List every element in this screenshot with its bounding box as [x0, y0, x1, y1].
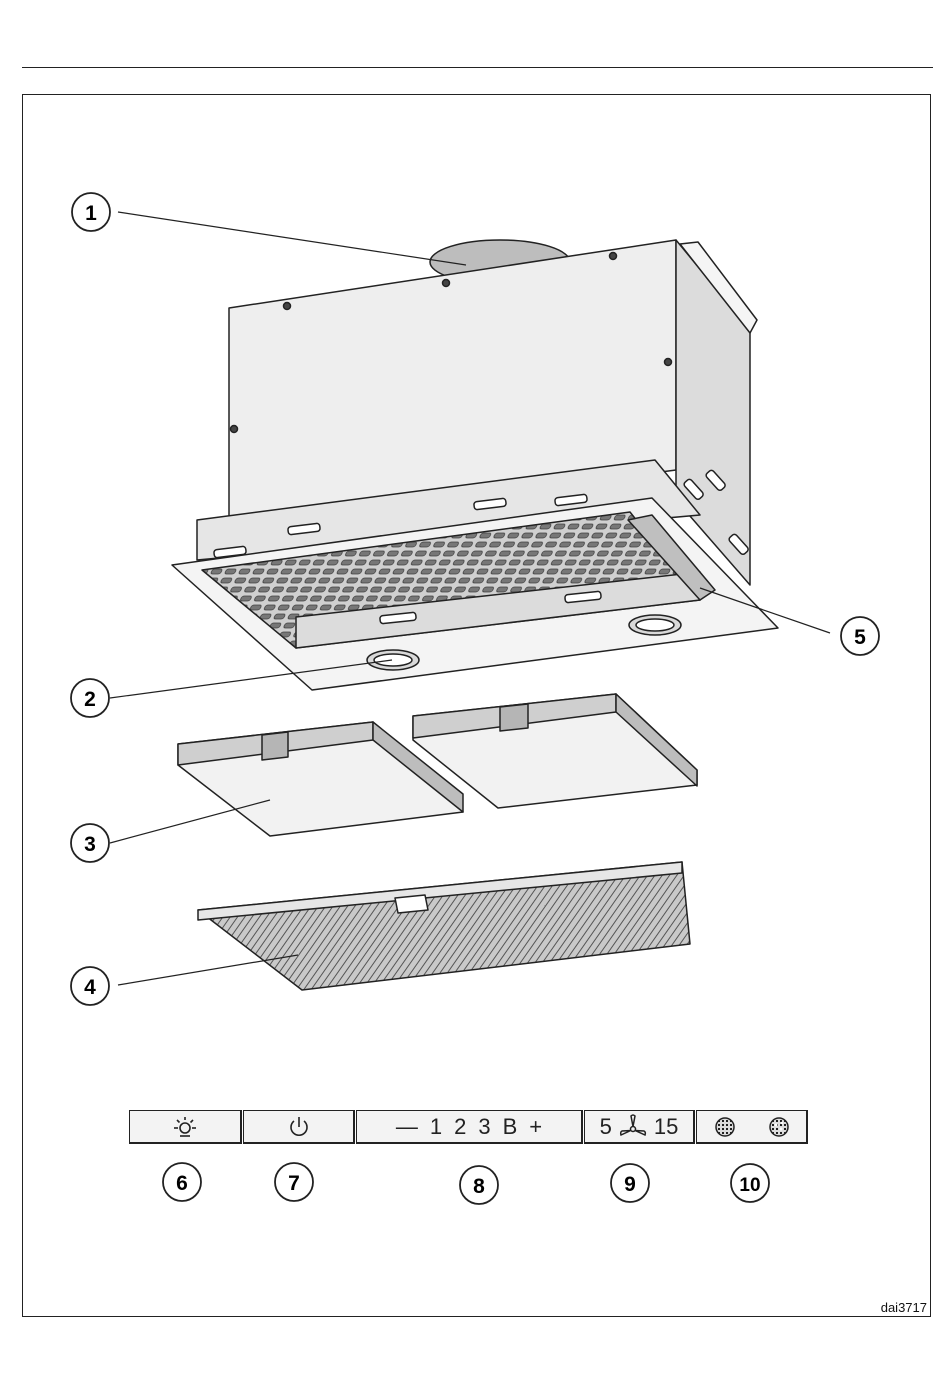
svg-text:9: 9	[624, 1173, 636, 1196]
callout-10: 10	[731, 1164, 769, 1202]
timer-15-label: 15	[654, 1114, 678, 1140]
power-icon	[287, 1115, 311, 1139]
power-button[interactable]	[243, 1110, 356, 1144]
speed-2-label: 2	[454, 1114, 466, 1140]
carbon-filter	[198, 862, 690, 990]
svg-text:7: 7	[288, 1172, 300, 1195]
grease-filter-icon	[714, 1116, 736, 1138]
callout-7: 7	[275, 1163, 313, 1201]
svg-text:10: 10	[739, 1175, 760, 1196]
figure-code: dai3717	[881, 1300, 927, 1315]
svg-text:3: 3	[84, 833, 96, 856]
callout-8: 8	[460, 1166, 498, 1204]
callout-6: 6	[163, 1163, 201, 1201]
svg-text:2: 2	[84, 688, 96, 711]
callout-4: 4	[71, 967, 109, 1005]
charcoal-filter-icon	[768, 1116, 790, 1138]
svg-text:6: 6	[176, 1172, 188, 1195]
callout-1: 1	[72, 193, 110, 231]
svg-text:8: 8	[473, 1175, 485, 1198]
svg-text:4: 4	[84, 976, 96, 999]
minus-button[interactable]: —	[396, 1114, 418, 1140]
fan-icon	[618, 1114, 648, 1140]
speed-1-label: 1	[430, 1114, 442, 1140]
grease-filters	[178, 694, 697, 836]
plus-button[interactable]: +	[529, 1114, 542, 1140]
svg-text:1: 1	[85, 202, 97, 225]
callout-3: 3	[71, 824, 109, 862]
callout-5: 5	[841, 617, 879, 655]
light-button[interactable]	[129, 1110, 242, 1144]
speed-3-label: 3	[478, 1114, 490, 1140]
boost-label: B	[503, 1114, 518, 1140]
control-panel: — 1 2 3 B + 5 15	[129, 1110, 809, 1144]
svg-text:5: 5	[854, 626, 866, 649]
callout-2: 2	[71, 679, 109, 717]
callout-9: 9	[611, 1164, 649, 1202]
run-on-timer-button[interactable]: 5 15	[584, 1110, 696, 1144]
light-bulb-icon	[172, 1116, 198, 1138]
fan-speed-controls[interactable]: — 1 2 3 B +	[356, 1110, 582, 1144]
filter-indicators	[696, 1110, 808, 1144]
timer-5-label: 5	[600, 1114, 612, 1140]
